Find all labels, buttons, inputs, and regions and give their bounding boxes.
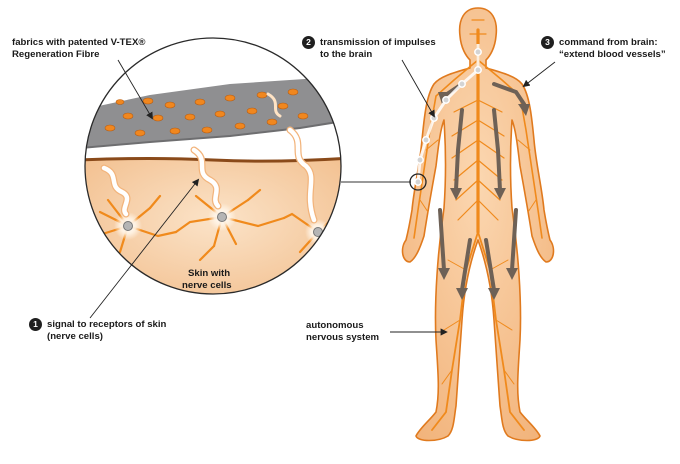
fabric-leader — [117, 59, 153, 120]
step3-label: command from brain: “extend blood vessel… — [559, 37, 666, 61]
step3-label-line2: “extend blood vessels” — [559, 49, 666, 60]
leader-lines — [89, 59, 556, 336]
step3-number-badge: 3 — [541, 36, 554, 49]
step3-label-line1: command from brain: — [559, 37, 658, 48]
arm-focus-ring — [409, 173, 427, 191]
autonomous-label-line2: nervous system — [306, 332, 380, 343]
step2-label-line2: to the brain — [320, 49, 373, 60]
zoom-circle-outline — [84, 37, 342, 295]
step1-number-badge: 1 — [29, 318, 42, 331]
fabric-fibre-dots — [104, 88, 309, 137]
step2-label: transmission of impulses to the brain — [320, 37, 436, 61]
skin-label-line1: Skin with — [188, 268, 231, 279]
step2-number-badge: 2 — [302, 36, 315, 49]
step3-leader — [522, 61, 556, 88]
skin-label: Skin with nerve cells — [182, 268, 232, 292]
fabric-label-line2: Regeneration Fibre — [12, 49, 100, 60]
signal-wave-arrows — [100, 92, 318, 224]
step2-label-line1: transmission of impulses — [320, 37, 436, 48]
autonomous-label-line1: autonomous — [306, 320, 364, 331]
nervous-system — [413, 19, 543, 431]
step1-label-line1: signal to receptors of skin — [47, 319, 167, 330]
human-body — [401, 7, 555, 442]
step1-label: signal to receptors of skin (nerve cells… — [47, 319, 166, 343]
skin-surface-line — [85, 156, 341, 163]
nerve-cell-1 — [123, 221, 133, 231]
fabric-label-line1: fabrics with patented V-TEX® — [12, 37, 146, 48]
skin-label-line2: nerve cells — [182, 280, 232, 291]
impulse-path — [416, 44, 482, 183]
step1-label-line2: (nerve cells) — [47, 331, 103, 342]
nerve-cell-2 — [217, 212, 227, 222]
step2-leader — [401, 59, 435, 118]
step1-leader — [89, 178, 200, 319]
autonomous-label: autonomous nervous system — [306, 320, 379, 344]
fabric-label: fabrics with patented V-TEX® Regeneratio… — [12, 37, 145, 61]
